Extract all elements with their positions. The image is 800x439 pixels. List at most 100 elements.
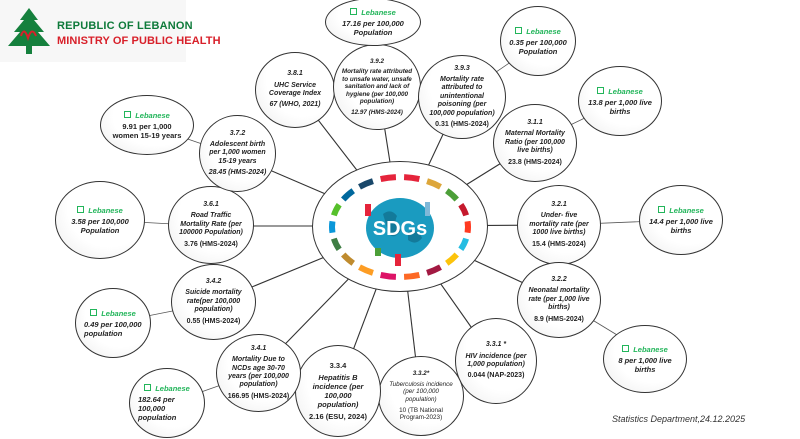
lebanese-3-7-2: Lebanese 9.91 per 1,000 women 15-19 year… <box>100 95 194 155</box>
indicator-code: 3.3.2* <box>412 370 430 378</box>
indicator-code: 3.8.1 <box>287 70 303 78</box>
sdg-ring-segment <box>403 174 421 183</box>
indicator-code: 3.4.1 <box>250 344 267 352</box>
sdg-ring-segment <box>426 264 442 276</box>
indicator-value: 2.16 (ESU, 2024) <box>309 412 367 421</box>
sdg-ring-segment <box>403 271 421 280</box>
lebanese-3-2-2: Lebanese 8 per 1,000 live births <box>603 325 687 393</box>
indicator-value: 166.95 (HMS-2024) <box>227 392 290 400</box>
lebanese-value: 8 per 1,000 live births <box>618 355 672 374</box>
lebanese-label: Lebanese <box>88 205 123 215</box>
checkbox-icon <box>350 7 358 15</box>
checkbox-icon <box>144 384 152 391</box>
indicator-title: Suicide mortality rate(per 100,000 popul… <box>185 289 242 314</box>
indicator-title: Mortality Due to NCDs age 30-70 years (p… <box>228 356 289 389</box>
lebanese-3-9-2: Lebanese 17.16 per 100,000 Population <box>325 0 421 46</box>
lebanese-value: 182.64 per 100,000 population <box>138 395 177 422</box>
sdg-ring-segment <box>379 174 397 183</box>
indicator-title: Hepatitis B incidence (per 100,000 popul… <box>312 373 364 409</box>
indicator-title: Road Traffic Mortality Rate (per 100000 … <box>179 212 243 237</box>
indicator-value: 23.8 (HMS-2024) <box>508 158 562 166</box>
indicator-title: Under- five mortality rate (per 1000 liv… <box>529 212 589 237</box>
indicator-3-3-4: 3.3.4 Hepatitis B incidence (per 100,000… <box>295 345 381 437</box>
indicator-code: 3.9.2 <box>369 57 384 65</box>
ministry-logo: REPUBLIC OF LEBANON MINISTRY OF PUBLIC H… <box>0 0 221 62</box>
indicator-3-3-2: 3.3.2* Tuberculosis incidence (per 100,0… <box>378 356 464 436</box>
lebanese-3-9-3: Lebanese 0.35 per 100,000 Population <box>500 6 576 76</box>
indicator-3-3-1: 3.3.1 * HIV incidence (per 1,000 populat… <box>455 318 537 404</box>
lebanese-label: Lebanese <box>669 205 704 215</box>
lebanese-label: Lebanese <box>526 26 561 36</box>
sdg-label: SDGs <box>373 218 427 240</box>
indicator-3-2-2: 3.2.2 Neonatal mortality rate (per 1,000… <box>517 262 601 338</box>
indicator-title: UHC Service Coverage Index <box>268 81 322 97</box>
sdg-ring-segment <box>341 188 356 202</box>
indicator-title: Adolescent birth per 1,000 women 15-19 y… <box>209 140 266 165</box>
indicator-code: 3.3.4 <box>329 361 347 370</box>
indicator-code: 3.4.2 <box>205 278 222 286</box>
ministry-name: MINISTRY OF PUBLIC HEALTH <box>57 35 221 47</box>
sdg-ring-segment <box>379 271 397 280</box>
indicator-value: 0.31 (HMS-2024) <box>435 120 489 128</box>
cedar-tree-icon <box>8 8 50 54</box>
lebanese-label: Lebanese <box>608 86 643 96</box>
lebanese-3-4-2: Lebanese 0.49 per 100,000 population <box>75 288 151 358</box>
indicator-code: 3.1.1 <box>527 119 543 127</box>
indicator-title: Mortality rate attributed to unsafe wate… <box>341 68 413 106</box>
lebanese-3-2-1: Lebanese 14.4 per 1,000 live births <box>639 185 723 255</box>
sdg-ring-segment <box>331 202 342 217</box>
indicator-3-4-2: 3.4.2 Suicide mortality rate(per 100,000… <box>171 264 256 340</box>
sdg-ring-segment <box>458 237 469 252</box>
sdg-center: SDGs <box>312 161 488 292</box>
lebanese-3-1-1: Lebanese 13.8 per 1,000 live births <box>578 66 662 136</box>
indicator-value: 10 (TB National Program-2023) <box>399 406 443 422</box>
indicator-value: 8.9 (HMS-2024) <box>534 315 584 323</box>
lebanese-3-6-1: Lebanese 3.58 per 100,000 Population <box>55 181 145 259</box>
org-name: REPUBLIC OF LEBANON <box>57 20 193 32</box>
checkbox-icon <box>622 344 630 352</box>
indicator-value: 12.97 (HMS-2024) <box>351 108 403 116</box>
sdg-ring-segment <box>358 178 374 190</box>
indicator-title: Neonatal mortality rate (per 1,000 live … <box>528 287 590 312</box>
lebanese-value: 13.8 per 1,000 live births <box>588 97 652 116</box>
indicator-3-9-2: 3.9.2 Mortality rate attributed to unsaf… <box>333 44 421 130</box>
indicator-code: 3.7.2 <box>229 129 246 137</box>
checkbox-icon <box>124 110 132 118</box>
indicator-code: 3.3.1 * <box>485 341 507 349</box>
checkbox-icon <box>658 205 666 213</box>
indicator-3-4-1: 3.4.1 Mortality Due to NCDs age 30-70 ye… <box>216 334 301 412</box>
indicator-code: 3.2.2 <box>551 276 567 284</box>
indicator-3-7-2: 3.7.2 Adolescent birth per 1,000 women 1… <box>199 115 276 192</box>
indicator-value: 0.55 (HMS-2024) <box>186 317 241 325</box>
sdg-wheel-icon: SDGs <box>329 174 471 280</box>
footer-credit: Statistics Department,24.12.2025 <box>612 414 746 424</box>
sdg-ring-segment <box>458 202 469 217</box>
checkbox-icon <box>90 308 98 316</box>
indicator-3-2-1: 3.2.1 Under- five mortality rate (per 10… <box>517 185 601 265</box>
sdg-ring-segment <box>444 252 459 266</box>
lebanese-label: Lebanese <box>155 384 190 393</box>
lebanese-value: 0.35 per 100,000 Population <box>509 37 567 56</box>
indicator-3-8-1: 3.8.1 UHC Service Coverage Index 67 (WHO… <box>255 52 335 128</box>
sdg-ring-segment <box>331 237 342 252</box>
indicator-3-9-3: 3.9.3 Mortality rate attributed to unint… <box>418 55 506 139</box>
lebanese-3-4-1: Lebanese 182.64 per 100,000 population <box>129 368 205 438</box>
lebanese-value: 3.58 per 100,000 Population <box>71 216 129 235</box>
indicator-code: 3.6.1 <box>203 201 219 209</box>
indicator-value: 15.4 (HMS-2024) <box>532 240 586 248</box>
lebanese-label: Lebanese <box>135 110 170 120</box>
lebanese-value: 0.49 per 100,000 population <box>84 319 142 338</box>
checkbox-icon <box>77 205 85 213</box>
indicator-code: 3.2.1 <box>551 201 567 209</box>
lebanese-value: 9.91 per 1,000 women 15-19 years <box>112 121 182 140</box>
indicator-3-6-1: 3.6.1 Road Traffic Mortality Rate (per 1… <box>168 186 254 264</box>
sdg-ring-segment <box>341 252 356 266</box>
indicator-value: 67 (WHO, 2021) <box>269 101 321 109</box>
lebanese-label: Lebanese <box>633 344 668 354</box>
indicator-title: HIV incidence (per 1,000 population) <box>465 352 527 368</box>
lebanese-label: Lebanese <box>361 7 396 17</box>
sdg-ring-segment <box>358 264 374 276</box>
sdg-ring-segment <box>444 188 459 202</box>
lebanese-label: Lebanese <box>101 308 136 318</box>
lebanese-value: 14.4 per 1,000 live births <box>649 216 713 235</box>
